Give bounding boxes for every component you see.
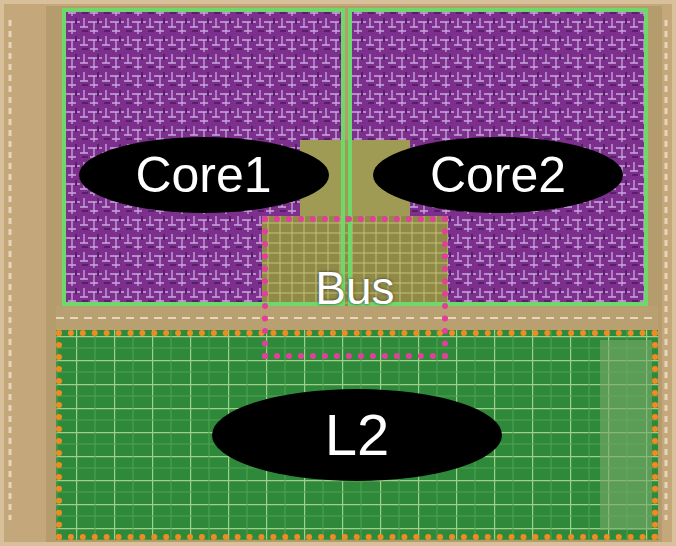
- core-region: Core2: [348, 8, 648, 306]
- core-region: Core1: [62, 8, 345, 306]
- unit-label: Core2: [373, 137, 623, 213]
- unit-label: Bus: [315, 265, 394, 311]
- unit-label: L2: [212, 389, 502, 481]
- bus-region: Bus: [262, 216, 448, 359]
- unit-label: Core1: [79, 137, 329, 213]
- cache-region: L2: [56, 330, 658, 540]
